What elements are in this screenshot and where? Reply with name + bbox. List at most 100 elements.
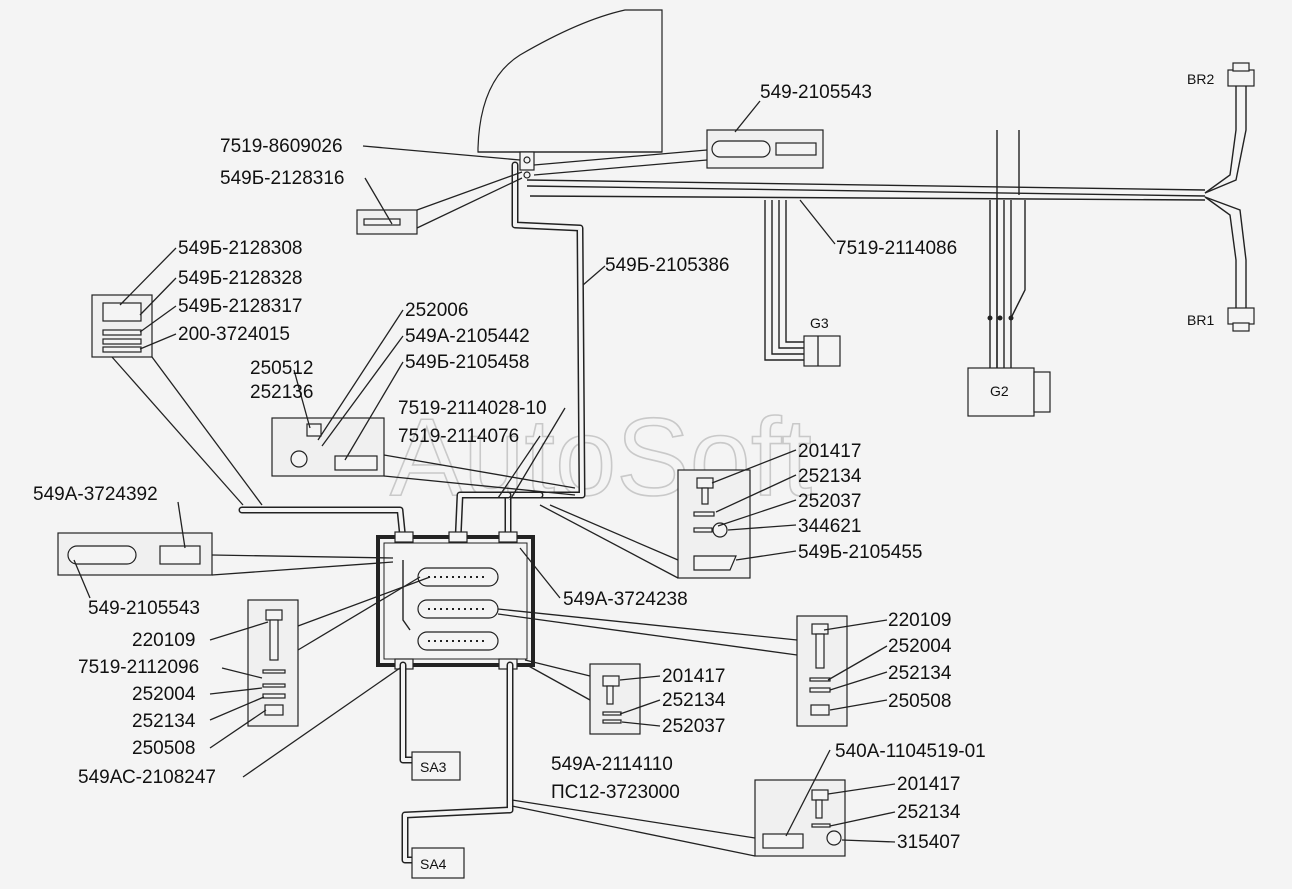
wire-g3-d: [785, 200, 810, 343]
br2-connector: [1227, 69, 1255, 87]
nut-b: [264, 704, 284, 716]
label-252134-c: 252134: [888, 663, 952, 684]
leader-clamp-a: [416, 171, 523, 211]
label-200-3724015: 200-3724015: [178, 324, 290, 345]
control-block-inner: [383, 542, 528, 660]
leader-clips-b: [151, 356, 263, 506]
housing-screw-2: [523, 171, 531, 179]
tie-tail-top: [775, 142, 817, 156]
wire-g2-e: [1010, 200, 1026, 319]
label-549b-2128316: 549Б-2128316: [220, 168, 344, 189]
g2-body: [967, 367, 1035, 417]
sa4-label: SA4: [420, 856, 447, 872]
br1-cap: [1232, 322, 1250, 332]
label-549a-2105442: 549А-2105442: [405, 326, 530, 347]
harness-top-a: [526, 179, 1206, 191]
washer-c2: [809, 687, 831, 693]
label-252136: 252136: [250, 382, 313, 403]
leader-fastener-right-a: [539, 504, 679, 579]
label-549-2105543-top: 549-2105543: [760, 82, 872, 103]
g3-connector: [803, 335, 841, 367]
grommet-1: [394, 531, 414, 543]
tube-main-inner: [513, 163, 584, 497]
leader-tie-top-b: [533, 159, 708, 176]
bolt-shank-b: [269, 619, 279, 661]
washer-b3: [262, 693, 286, 699]
bracket-a: [693, 555, 737, 571]
label-252037-a: 252037: [798, 491, 861, 512]
br2-label: BR2: [1187, 71, 1214, 87]
strap-e: [762, 833, 804, 849]
label-220109-a: 220109: [132, 630, 195, 651]
g2-dot-1: [987, 315, 993, 321]
washer-b: [262, 669, 286, 674]
label-252134-e: 252134: [897, 802, 961, 823]
leader-fasteners-b: [383, 475, 576, 496]
fastener-ring: [290, 450, 308, 468]
leader-tie-left-b: [211, 561, 394, 576]
clip-2: [102, 329, 142, 336]
bolt-head-d: [602, 675, 620, 687]
tie-tail-left: [159, 545, 201, 565]
bolt-shank-a: [701, 487, 709, 505]
leader-tie-left-a: [211, 554, 394, 559]
sa4-box: [411, 847, 465, 879]
label-549b-2105455: 549Б-2105455: [798, 542, 922, 563]
label-549ac-2108247: 549АС-2108247: [78, 767, 216, 788]
wire-g3-b: [771, 200, 810, 355]
wire-g3-c: [778, 200, 810, 349]
tube-sa3-inner: [401, 663, 414, 762]
fastener-nut: [306, 423, 322, 437]
housing-screw: [523, 156, 531, 164]
label-7519-2114086: 7519-2114086: [836, 238, 957, 259]
clip-1: [102, 302, 142, 322]
washer-d: [602, 711, 622, 716]
label-7519-2114076: 7519-2114076: [398, 426, 519, 447]
label-549a-3724392: 549А-3724392: [33, 484, 158, 505]
label-252004-a: 252004: [132, 684, 196, 705]
tube-sa4-inner: [403, 663, 512, 862]
bolt-shank-e: [815, 799, 823, 819]
label-7519-2114028-10: 7519-2114028-10: [398, 398, 547, 419]
leader-small-a: [524, 659, 591, 677]
g2-dot-2: [997, 315, 1003, 321]
label-315407: 315407: [897, 832, 960, 853]
label-344621: 344621: [798, 516, 861, 537]
grommet-2: [448, 531, 468, 543]
br1-connector: [1227, 307, 1255, 325]
label-250508-b: 250508: [888, 691, 951, 712]
label-leaders: [73, 100, 896, 843]
wire-br2-a: [1204, 85, 1237, 194]
label-252006: 252006: [405, 300, 468, 321]
label-250512: 250512: [250, 358, 313, 379]
bolt-head-a: [696, 477, 714, 489]
washer-a: [693, 511, 715, 517]
fastener-strap: [334, 455, 378, 471]
br2-cap: [1232, 62, 1250, 72]
wire-g3-a: [764, 200, 810, 361]
br1-label: BR1: [1187, 312, 1214, 328]
wire-br1-b: [1204, 196, 1247, 310]
label-252134-a: 252134: [798, 466, 862, 487]
leader-bottom-right-a: [511, 799, 756, 839]
leader-tie-top-a: [533, 149, 708, 166]
leader-bolts-right-b: [497, 613, 798, 656]
grommet-3: [498, 531, 518, 543]
label-201417-a: 201417: [798, 441, 861, 462]
label-549a-3724238: 549А-3724238: [563, 589, 688, 610]
label-540a-1104519-01: 540А-1104519-01: [835, 741, 986, 762]
g3-label: G3: [810, 315, 829, 331]
washer-d2: [602, 719, 622, 724]
label-549b-2128328: 549Б-2128328: [178, 268, 302, 289]
label-201417-b: 201417: [662, 666, 725, 687]
label-7519-8609026: 7519-8609026: [220, 136, 343, 157]
label-549b-2105458: 549Б-2105458: [405, 352, 529, 373]
label-252134-d: 252134: [662, 690, 726, 711]
label-7519-2112096: 7519-2112096: [78, 657, 199, 678]
clamp-part: [363, 218, 401, 226]
label-549-2105543-left: 549-2105543: [88, 598, 200, 619]
g2-label: G2: [990, 383, 1009, 399]
label-250508-a: 250508: [132, 738, 195, 759]
clip-4: [102, 346, 142, 353]
